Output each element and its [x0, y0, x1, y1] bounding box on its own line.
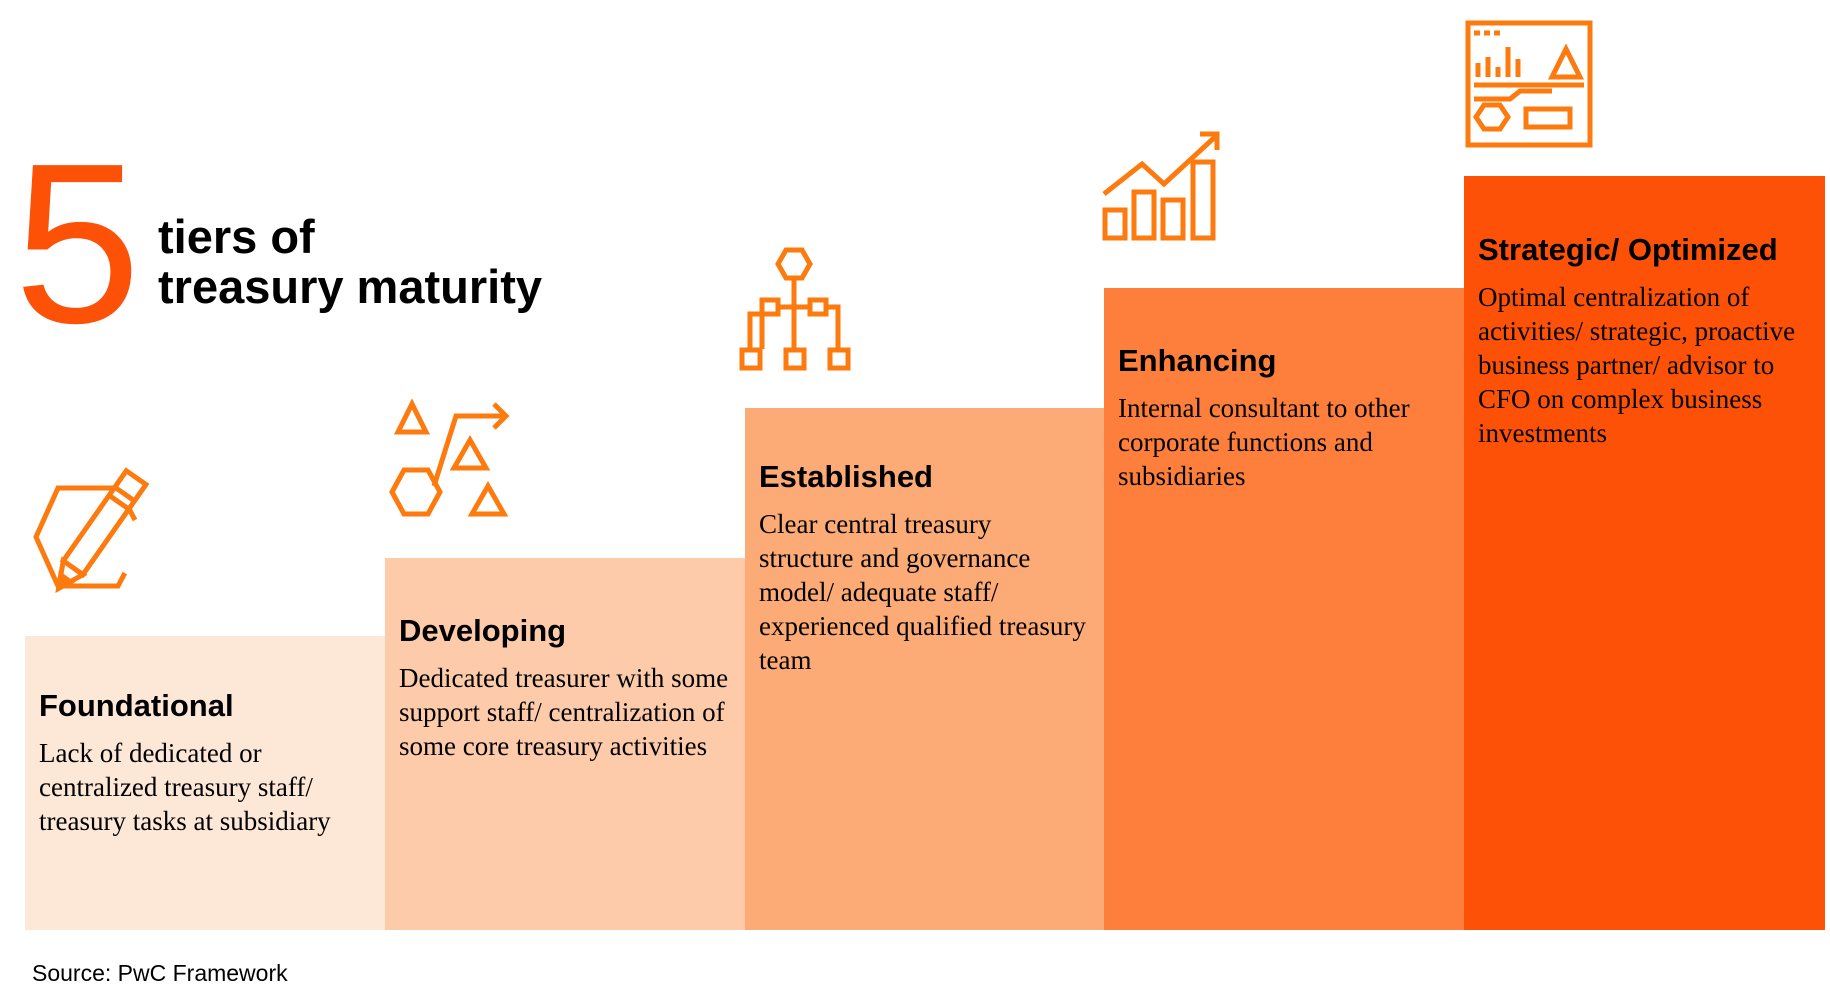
tier-description: Clear central treasury structure and gov… [759, 509, 1086, 675]
pencil-hexagon-icon [26, 467, 151, 605]
growth-chart-icon [1100, 128, 1228, 243]
page-title: tiers of treasury maturity [158, 212, 542, 312]
tier-title: Developing [399, 613, 567, 648]
shapes-arrow-icon [386, 398, 516, 523]
tier-developing: Developing Dedicated treasurer with some… [385, 558, 745, 930]
tier-strategic-optimized: Strategic/ Optimized Optimal centralizat… [1464, 176, 1825, 930]
tier-description: Dedicated treasurer with some support st… [399, 663, 729, 761]
dashboard-icon [1464, 19, 1594, 149]
title-line-2: treasury maturity [158, 260, 542, 313]
tier-title: Foundational [39, 688, 234, 723]
tier-title: Established [759, 459, 933, 494]
org-structure-icon [738, 244, 858, 374]
tier-description: Optimal centralization of activities/ st… [1478, 282, 1796, 448]
source-note: Source: PwC Framework [32, 960, 288, 986]
tier-description: Lack of dedicated or centralized treasur… [39, 738, 331, 836]
tier-description: Internal consultant to other corporate f… [1118, 393, 1410, 491]
tier-enhancing: Enhancing Internal consultant to other c… [1104, 288, 1464, 930]
tier-title: Strategic/ Optimized [1478, 232, 1778, 267]
title-line-1: tiers of [158, 210, 315, 263]
tier-foundational: Foundational Lack of dedicated or centra… [25, 636, 385, 930]
tier-title: Enhancing [1118, 343, 1277, 378]
tier-count-number: 5 [14, 117, 141, 371]
tier-established: Established Clear central treasury struc… [745, 408, 1104, 930]
